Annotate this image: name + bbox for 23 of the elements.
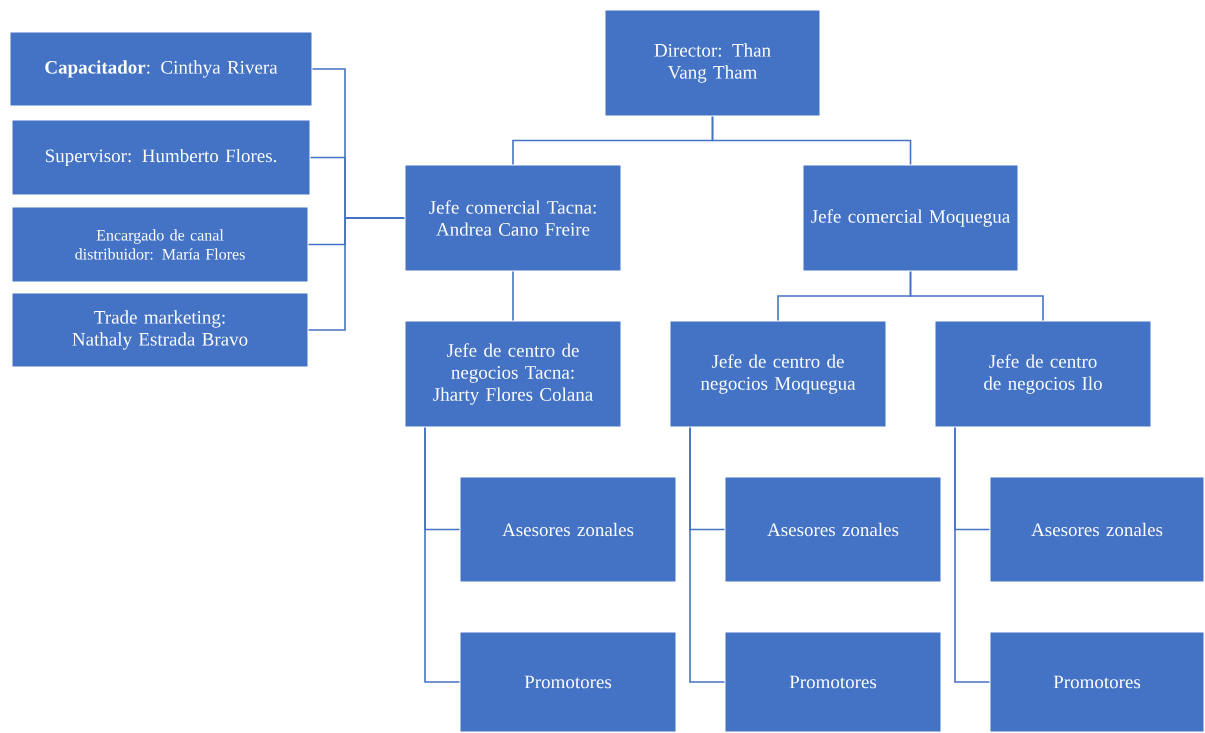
org-box: Promotores xyxy=(989,631,1205,733)
connector-line xyxy=(954,426,991,683)
org-box: Asesores zonales xyxy=(724,476,942,583)
org-box: Encargado de canal distribuidor: María Flores xyxy=(11,206,309,283)
org-box: Promotores xyxy=(724,631,942,733)
org-box: Asesores zonales xyxy=(989,476,1205,583)
org-box: Director: Than Vang Tham xyxy=(604,9,821,117)
org-box: Jefe de centro de negocios Moquegua xyxy=(669,320,887,428)
org-box: Capacitador: Cinthya Rivera xyxy=(9,31,313,107)
connector-line xyxy=(711,115,912,166)
org-box: Asesores zonales xyxy=(459,476,677,583)
org-box: Trade marketing: Nathaly Estrada Bravo xyxy=(11,292,309,368)
org-box: Supervisor: Humberto Flores. xyxy=(11,119,311,196)
org-box: Jefe comercial Moquegua xyxy=(802,164,1019,272)
org-box: Jefe de centro de negocios Ilo xyxy=(934,320,1152,428)
org-box: Jefe de centro de negocios Tacna: Jharty Flores Colana xyxy=(404,320,622,428)
connector-line xyxy=(424,426,461,683)
connector-line xyxy=(909,270,1044,322)
connector-line xyxy=(307,217,406,331)
org-box: Jefe comercial Tacna: Andrea Cano Freire xyxy=(404,164,622,272)
org-box: Promotores xyxy=(459,631,677,733)
connector-line xyxy=(689,426,726,683)
connector-line xyxy=(512,270,514,322)
